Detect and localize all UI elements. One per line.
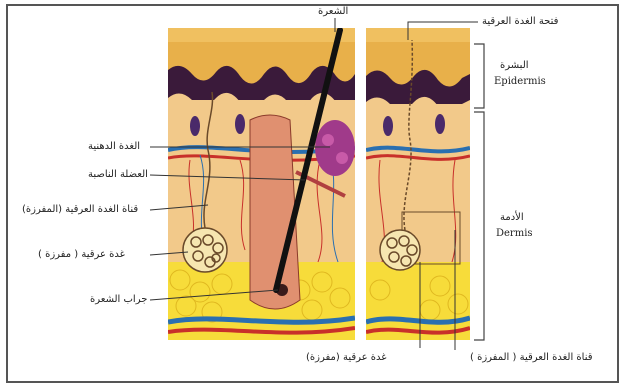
sweat-gland-coil-left <box>183 228 227 272</box>
dermis-bracket <box>474 112 484 340</box>
label-sweat-gland-left: غدة عرقية ( مفرزة ) <box>38 249 125 261</box>
right-skin-block <box>366 28 470 340</box>
label-erector-muscle: العضلة الناصبة <box>88 169 148 181</box>
epidermis-bracket <box>474 44 484 108</box>
sebaceous-gland-shape <box>315 120 355 176</box>
label-dermis-en: Dermis <box>496 228 533 240</box>
label-hair: الشعرة <box>318 6 348 18</box>
label-sebaceous-gland: الغدة الدهنية <box>88 141 140 153</box>
stratum-corneum <box>168 28 355 42</box>
label-sweat-duct: قناة الغدة العرقية (المفرزة) <box>22 204 138 216</box>
layer-brackets <box>474 44 484 340</box>
sweat-gland-coil-right <box>380 230 420 270</box>
label-sweat-pore: فتحة الغدة العرقية <box>482 16 558 28</box>
label-sweat-duct-bottom: قناة الغدة العرقية ( المفرزة ) <box>470 352 593 364</box>
label-dermis-ar: الأدمة <box>500 212 524 224</box>
label-epidermis-ar: البشرة <box>500 60 529 72</box>
left-skin-block <box>168 28 355 340</box>
label-sweat-gland-bottom: غدة عرقية (مفرزة) <box>306 352 387 364</box>
label-follicle: جراب الشعرة <box>90 294 147 306</box>
label-epidermis-en: Epidermis <box>494 76 546 88</box>
